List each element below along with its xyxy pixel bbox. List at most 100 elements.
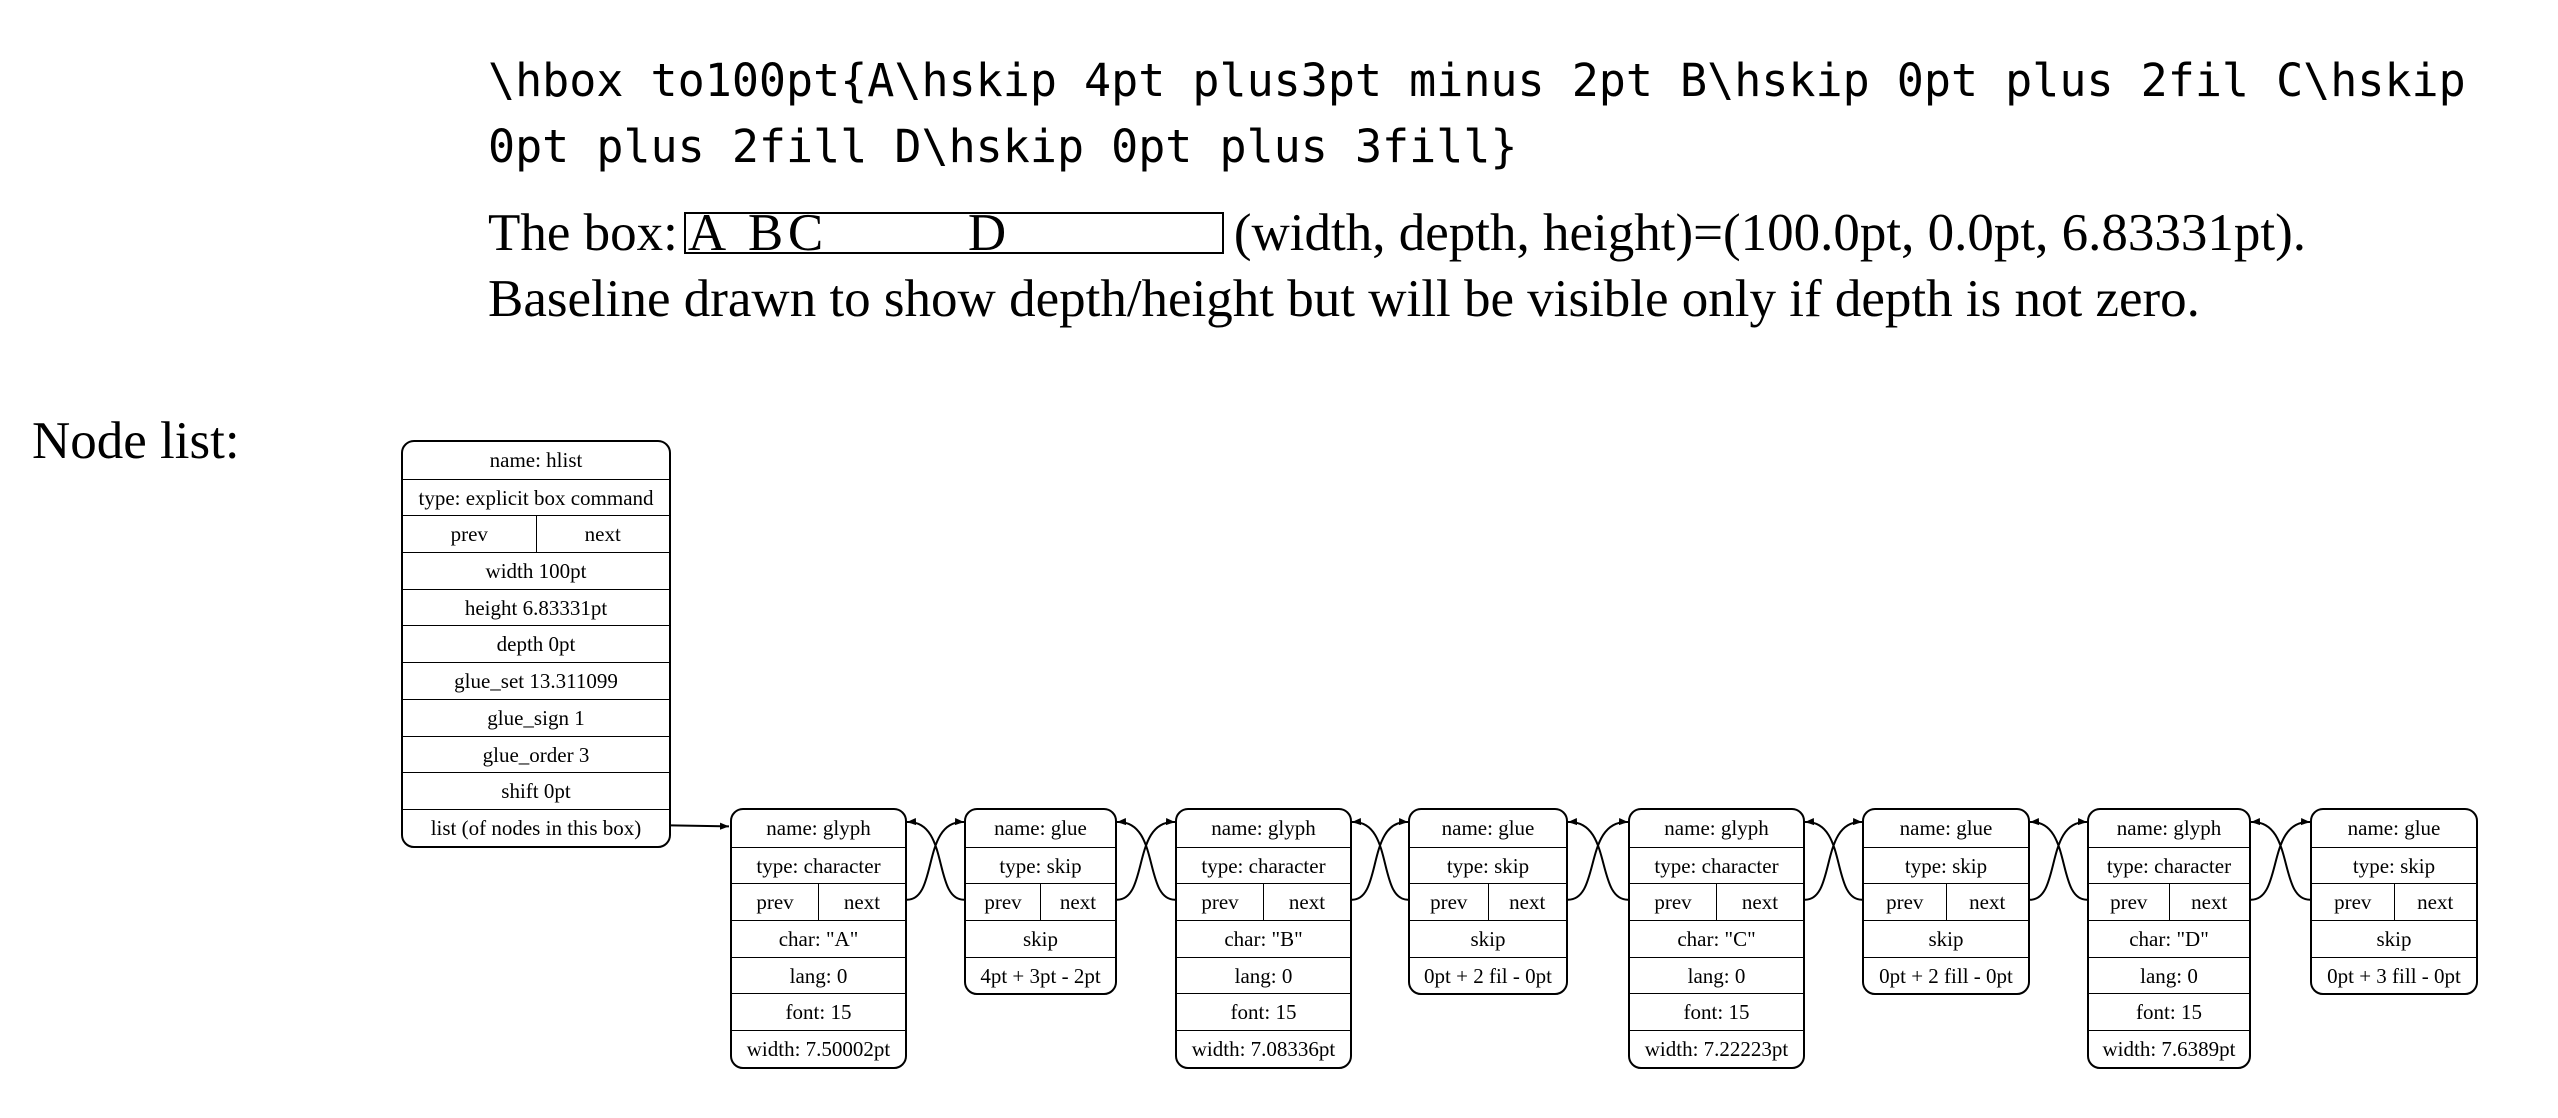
node-width: width: 7.50002pt	[732, 1030, 905, 1067]
node-glue-spec: 0pt + 2 fill - 0pt	[1864, 956, 2028, 994]
prev-pointer-arrow	[1567, 818, 1629, 901]
hlist-glue-sign: glue_sign 1	[403, 698, 669, 736]
node-lang: lang: 0	[2089, 956, 2249, 994]
node-prev: prev	[2110, 890, 2148, 915]
node-prev: prev	[756, 890, 794, 915]
baseline-note: Baseline drawn to show depth/height but …	[488, 270, 2200, 328]
prev-pointer-arrow	[906, 817, 965, 901]
node-next: next	[1716, 884, 1803, 921]
next-pointer-arrow	[1116, 818, 1176, 901]
node-font: font: 15	[2089, 993, 2249, 1030]
node-glue-spec: 0pt + 2 fil - 0pt	[1410, 956, 1566, 994]
node-name: name: glyph	[1211, 816, 1316, 840]
node-name: name: glyph	[766, 816, 871, 840]
next-pointer-arrow	[906, 817, 965, 901]
code-line-1: \hbox to100pt{A\hskip 4pt plus3pt minus …	[488, 54, 2466, 107]
node-next: next	[1945, 884, 2029, 921]
node-font: font: 15	[1630, 993, 1803, 1030]
box-dimensions: (width, depth, height)=(100.0pt, 0.0pt, …	[1233, 204, 2306, 262]
node-width: width: 7.6389pt	[2089, 1030, 2249, 1067]
node-links-row: prev next	[1410, 883, 1567, 921]
node-char: char: "D"	[2089, 920, 2249, 957]
hlist-name: name: hlist	[489, 448, 583, 472]
box-letter-b: B	[747, 204, 784, 262]
node-prev: prev	[2334, 890, 2372, 915]
node-links-row: prev next	[732, 883, 905, 921]
prev-pointer-arrow	[1804, 817, 1863, 901]
hlist-width: width 100pt	[403, 552, 669, 589]
node-subtype: skip	[966, 920, 1115, 957]
next-pointer-arrow	[1351, 817, 1409, 901]
node-glue-spec: 0pt + 3 fill - 0pt	[2312, 956, 2476, 994]
hlist-node: name: hlist type: explicit box command p…	[401, 440, 671, 848]
node-font: font: 15	[732, 993, 905, 1030]
node-lang: lang: 0	[1177, 956, 1350, 994]
node-list-label: Node list:	[32, 412, 240, 470]
node-subtype: skip	[1410, 920, 1566, 957]
node-next: next	[2393, 884, 2477, 921]
next-pointer-arrow	[2250, 818, 2311, 901]
hlist-type: type: explicit box command	[403, 478, 669, 516]
hlist-glue-order: glue_order 3	[403, 735, 669, 773]
hlist-prev: prev	[450, 522, 488, 547]
node-name: name: glyph	[1664, 816, 1769, 840]
box-letter-a: A	[687, 204, 727, 262]
node-prev: prev	[1430, 890, 1468, 915]
next-pointer-arrow	[1804, 817, 1863, 901]
hlist-glue-set: glue_set 13.311099	[403, 662, 669, 699]
node-type: type: character	[732, 846, 905, 884]
hlist-depth: depth 0pt	[403, 625, 669, 662]
next-pointer-arrow	[2029, 817, 2088, 901]
node-links-row: prev next	[1177, 883, 1350, 921]
node-width: width: 7.08336pt	[1177, 1030, 1350, 1067]
node-type: type: character	[1630, 846, 1803, 884]
node-next: next	[1263, 884, 1350, 921]
node-char: char: "C"	[1630, 920, 1803, 957]
hlist-list: list (of nodes in this box)	[403, 808, 669, 846]
code-line-2: 0pt plus 2fill D\hskip 0pt plus 3fill}	[488, 120, 1518, 173]
list-pointer-arrow	[670, 822, 730, 830]
node-lang: lang: 0	[1630, 956, 1803, 994]
prev-pointer-arrow	[1351, 817, 1409, 901]
node-name: name: glue	[994, 816, 1087, 840]
node-next: next	[1487, 884, 1567, 921]
node-font: font: 15	[1177, 993, 1350, 1030]
hlist-height: height 6.83331pt	[403, 588, 669, 626]
node-links-row: prev next	[2089, 883, 2250, 921]
node-next: next	[2168, 884, 2250, 921]
node-type: type: skip	[1864, 846, 2028, 884]
node-type: type: skip	[966, 846, 1115, 884]
tex-source-code: \hbox to100pt{A\hskip 4pt plus3pt minus …	[488, 48, 2548, 180]
box-prefix: The box:	[488, 204, 678, 262]
node-type: type: skip	[1410, 846, 1566, 884]
node-name: name: glue	[1899, 816, 1993, 840]
node-subtype: skip	[2312, 920, 2476, 957]
node-lang: lang: 0	[732, 956, 905, 994]
node-prev: prev	[1201, 890, 1239, 915]
node-next: next	[818, 884, 905, 921]
node-subtype: skip	[1864, 920, 2028, 957]
box-letter-d: D	[967, 204, 1007, 262]
node-char: char: "B"	[1177, 920, 1350, 957]
node-width: width: 7.22223pt	[1630, 1030, 1803, 1067]
prev-pointer-arrow	[2029, 817, 2088, 901]
hlist-links: prev next	[403, 515, 669, 553]
box-letter-c: C	[787, 204, 824, 262]
node-prev: prev	[984, 890, 1022, 915]
node-name: name: glue	[2347, 816, 2441, 840]
node-type: type: skip	[2312, 846, 2476, 884]
